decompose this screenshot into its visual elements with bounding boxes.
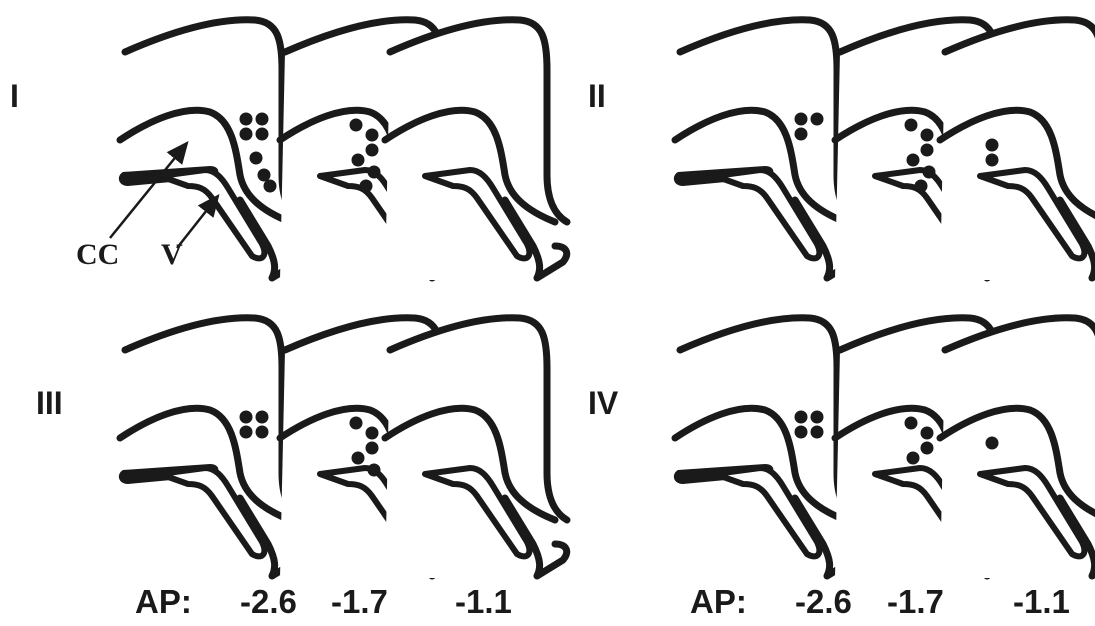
panel-label-I: I: [10, 78, 19, 114]
labeled-cell: [921, 442, 934, 455]
section-ap--1.1: [940, 318, 1095, 578]
labeled-cell: [240, 113, 253, 126]
section-backing: [385, 318, 595, 578]
labeled-cell: [915, 180, 928, 193]
labeled-cell: [923, 166, 936, 179]
panel-label-IV: IV: [588, 385, 619, 421]
labeled-cell: [264, 180, 277, 193]
section-ap--1.1: [940, 20, 1095, 280]
labeled-cell: [240, 411, 253, 424]
panel-I: [119, 20, 595, 280]
ap-prefix-left: AP:: [135, 583, 192, 620]
section-backing: [385, 20, 595, 280]
labeled-cell: [352, 154, 365, 167]
labeled-cell: [366, 129, 379, 142]
labeled-cell: [811, 426, 824, 439]
section-ap--1.1: [385, 20, 595, 280]
labeled-cell: [795, 128, 808, 141]
labeled-cell: [907, 452, 920, 465]
labeled-cell: [256, 426, 269, 439]
labeled-cell: [907, 154, 920, 167]
ap-value-right-1: -2.6: [795, 583, 852, 620]
section-ap--1.1: [385, 318, 595, 578]
labeled-cell: [352, 452, 365, 465]
labeled-cell: [811, 113, 824, 126]
sections-layer: [119, 20, 1095, 578]
labeled-cell: [360, 180, 373, 193]
labeled-cell: [921, 129, 934, 142]
labeled-cell: [240, 128, 253, 141]
ap-value-left-2: -1.7: [331, 583, 388, 620]
labeled-cell: [350, 417, 363, 430]
panel-label-II: II: [588, 78, 606, 114]
labeled-cell: [256, 411, 269, 424]
labeled-cell: [366, 144, 379, 157]
ap-value-left-3: -1.1: [455, 583, 512, 620]
labeled-cell: [986, 154, 999, 167]
labeled-cell: [921, 427, 934, 440]
labeled-cell: [795, 426, 808, 439]
labeled-cell: [368, 166, 381, 179]
ap-value-right-3: -1.1: [1013, 583, 1070, 620]
cc-label: CC: [76, 238, 119, 271]
panel-IV: [674, 318, 1095, 578]
labeled-cell: [795, 411, 808, 424]
labeled-cell: [258, 169, 271, 182]
panel-III: [119, 318, 595, 578]
labeled-cell: [905, 417, 918, 430]
ap-value-left-1: -2.6: [240, 583, 297, 620]
labeled-cell: [905, 119, 918, 132]
labeled-cell: [350, 119, 363, 132]
panel-label-III: III: [36, 385, 63, 421]
ap-value-right-2: -1.7: [887, 583, 944, 620]
labeled-cell: [366, 427, 379, 440]
labeled-cell: [921, 144, 934, 157]
labeled-cell: [795, 113, 808, 126]
labeled-cell: [368, 464, 381, 477]
ap-prefix-right: AP:: [690, 583, 747, 620]
labeled-cell: [986, 437, 999, 450]
panel-II: [674, 20, 1095, 280]
v-label: V: [161, 238, 183, 271]
labeled-cell: [250, 152, 263, 165]
labeled-cell: [256, 128, 269, 141]
labeled-cell: [256, 113, 269, 126]
labeled-cell: [986, 139, 999, 152]
labeled-cell: [240, 426, 253, 439]
labeled-cell: [366, 442, 379, 455]
labeled-cell: [811, 411, 824, 424]
